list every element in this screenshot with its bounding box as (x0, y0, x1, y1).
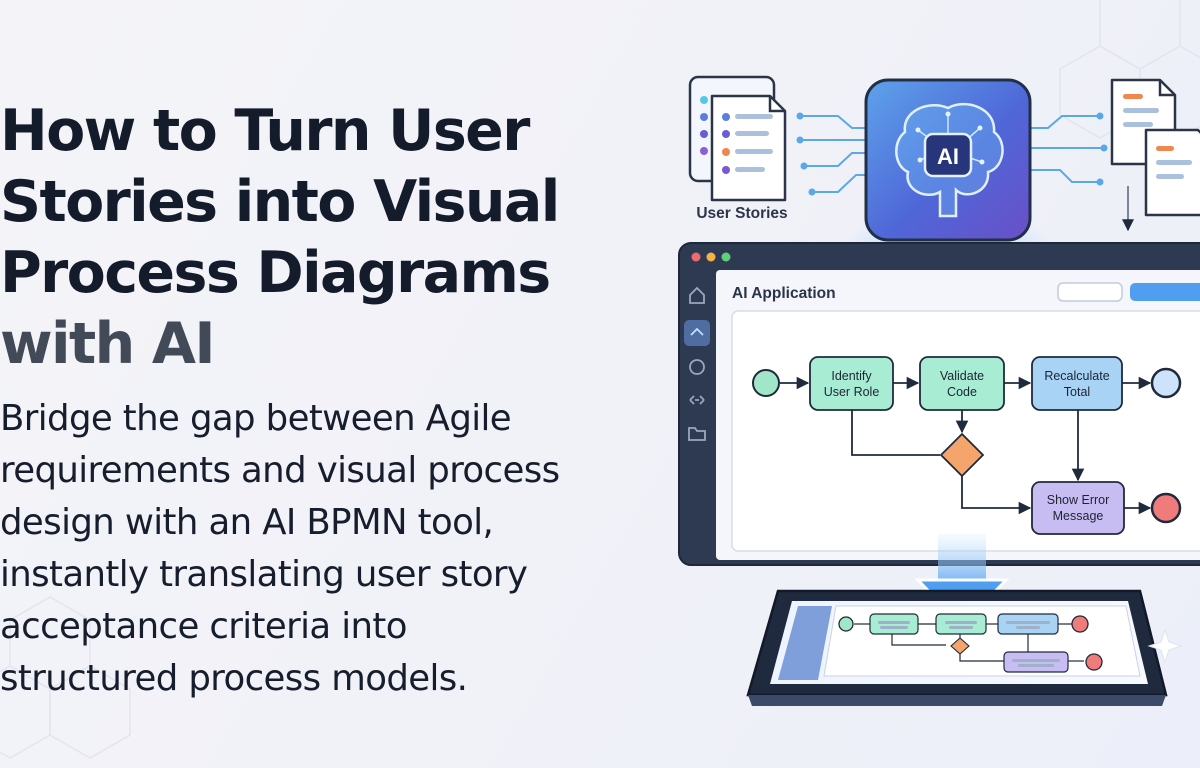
code-icon[interactable] (689, 395, 705, 405)
circuit-lines-right (1030, 115, 1104, 183)
window-maximize-dot[interactable] (721, 252, 731, 262)
circuit-lines-left (800, 115, 868, 193)
window-close-dot[interactable] (691, 252, 701, 262)
circle-icon[interactable] (689, 359, 705, 375)
window-minimize-dot[interactable] (706, 252, 716, 262)
sidebar-active-item[interactable] (684, 320, 710, 346)
task-show-error-message[interactable]: Show Error Message (1031, 481, 1125, 535)
folder-icon[interactable] (688, 427, 706, 441)
headline-line-4: with AI (0, 311, 216, 377)
output-documents (1110, 78, 1200, 232)
task-label: Validate (940, 369, 984, 383)
body-copy: Bridge the gap between Agile requirement… (0, 393, 640, 705)
user-stories-label: User Stories (696, 205, 787, 222)
flow-icon (690, 327, 704, 336)
task-label: Show Error (1047, 493, 1110, 507)
exclusive-gateway[interactable] (939, 432, 985, 478)
body-line-2: requirements and visual process (0, 450, 560, 491)
body-line-6: structured process models. (0, 658, 468, 699)
task-identify-user-role[interactable]: Identify User Role (809, 356, 894, 411)
primary-button[interactable] (1130, 283, 1200, 301)
task-label: Message (1053, 509, 1104, 523)
sparkle-icon (1147, 628, 1183, 664)
app-sidebar (684, 286, 710, 441)
diagram-canvas (731, 310, 1200, 552)
task-recalculate-total[interactable]: Recalculate Total (1031, 356, 1123, 411)
headline-line-2: Stories into Visual (0, 169, 560, 235)
start-event[interactable] (752, 369, 780, 397)
body-line-3: design with an AI BPMN tool, (0, 502, 494, 543)
headline-line-3: Process Diagrams (0, 240, 551, 306)
task-label: Identify (831, 369, 872, 383)
secondary-button[interactable] (1057, 282, 1123, 302)
headline: How to Turn User Stories into Visual Pro… (0, 96, 660, 380)
task-label: Recalculate (1044, 369, 1109, 383)
home-icon[interactable] (689, 286, 705, 304)
process-connectors (780, 376, 1152, 515)
task-validate-code[interactable]: Validate Code (919, 356, 1005, 411)
task-label: User Role (824, 385, 880, 399)
tablet-mini-diagram (854, 623, 1084, 662)
body-line-4: instantly translating user story (0, 554, 528, 595)
headline-line-1: How to Turn User (0, 98, 530, 164)
user-stories-documents (688, 75, 787, 202)
ai-brain-chip: AI (864, 78, 1032, 242)
app-title: AI Application (732, 285, 836, 302)
end-event-error[interactable] (1150, 492, 1182, 524)
task-label: Total (1064, 385, 1090, 399)
end-event-success[interactable] (1150, 367, 1182, 399)
body-line-1: Bridge the gap between Agile (0, 398, 512, 439)
task-label: Code (947, 385, 977, 399)
ai-badge-label: AI (937, 144, 959, 169)
body-line-5: acceptance criteria into (0, 606, 407, 647)
